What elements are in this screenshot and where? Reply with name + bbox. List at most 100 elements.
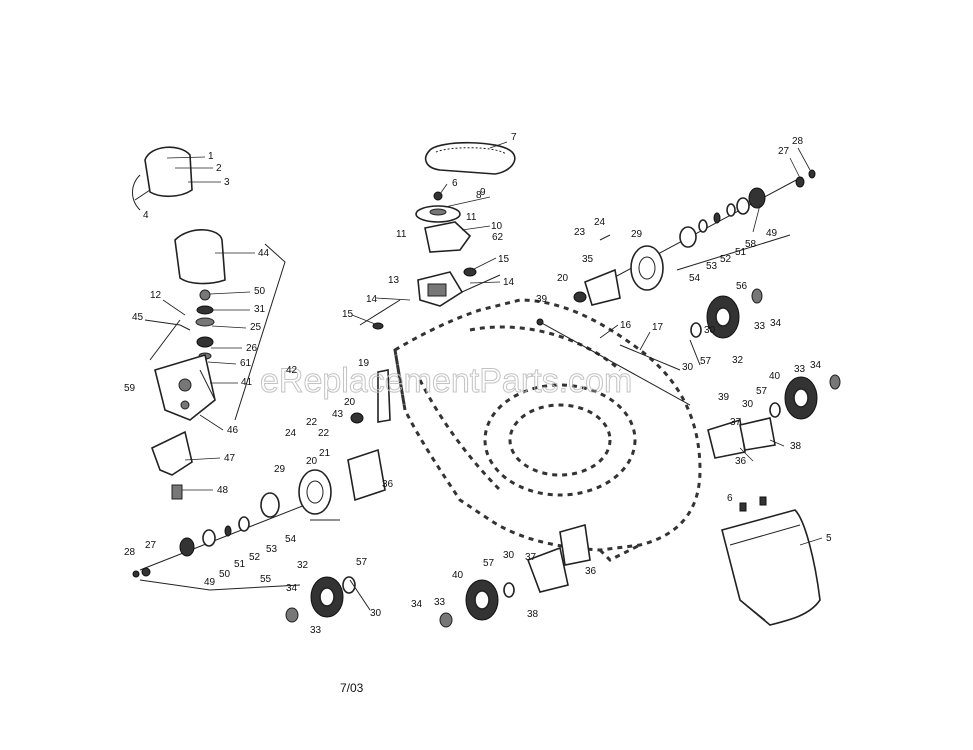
wheel-shield	[151, 430, 193, 500]
left-wheels	[285, 523, 591, 628]
callout-5: 5	[826, 533, 832, 544]
callout-61: 61	[240, 358, 252, 369]
linkage-rods	[536, 318, 691, 406]
callout-11a: 11	[396, 229, 407, 240]
callout-20b: 20	[557, 273, 569, 284]
date-code: 7/03	[340, 681, 364, 695]
callout-52b: 52	[249, 552, 261, 563]
callout-19: 19	[358, 358, 370, 369]
callout-14a: 14	[366, 294, 378, 305]
callout-58: 58	[745, 239, 757, 250]
callout-39a: 39	[536, 294, 548, 305]
callout-36b: 36	[735, 456, 747, 467]
callout-28b: 28	[124, 547, 136, 558]
callout-36c: 36	[585, 566, 597, 577]
lever-bracket	[144, 319, 216, 421]
callout-27a: 27	[778, 146, 790, 157]
callout-54b: 54	[285, 534, 297, 545]
callout-31: 31	[254, 304, 266, 315]
callout-57b: 57	[756, 386, 768, 397]
callout-57a: 57	[700, 356, 712, 367]
callout-30a: 30	[742, 399, 754, 410]
callout-34b: 34	[810, 360, 822, 371]
callout-48: 48	[217, 485, 229, 496]
callout-62: 62	[492, 232, 504, 243]
callout-30d: 30	[503, 550, 515, 561]
callout-25: 25	[250, 322, 262, 333]
callout-59: 59	[124, 383, 136, 394]
callout-14b: 14	[503, 277, 515, 288]
callout-29a: 29	[631, 229, 643, 240]
callout-6b: 6	[727, 493, 733, 504]
right-wheels	[690, 288, 841, 459]
callout-51a: 51	[735, 247, 747, 258]
callout-37a: 37	[730, 417, 742, 428]
callout-36a: 36	[382, 479, 394, 490]
callout-10: 10	[491, 221, 503, 232]
callout-40a: 40	[769, 371, 781, 382]
callout-22a: 22	[306, 417, 318, 428]
callout-32a: 32	[732, 355, 744, 366]
callout-47: 47	[224, 453, 236, 464]
callout-57c: 57	[356, 557, 368, 568]
right-axle-group	[573, 169, 816, 306]
callout-50b: 50	[219, 569, 231, 580]
mower-deck	[393, 298, 702, 562]
callout-20c: 20	[306, 456, 318, 467]
callout-57d: 57	[483, 558, 495, 569]
callout-12: 12	[150, 290, 162, 301]
callout-29b: 29	[274, 464, 286, 475]
callout-26: 26	[246, 343, 258, 354]
callout-15b: 15	[498, 254, 510, 265]
callout-28a: 28	[792, 136, 804, 147]
callout-46: 46	[227, 425, 239, 436]
callout-1: 1	[208, 151, 214, 162]
callout-56: 56	[736, 281, 748, 292]
callout-53b: 53	[266, 544, 278, 555]
leader-lines	[162, 141, 823, 546]
watermark: eReplacementParts.com	[260, 362, 632, 400]
callout-7: 7	[511, 132, 517, 143]
callout-45: 45	[132, 312, 144, 323]
callout-8: 8	[476, 190, 482, 201]
callout-33c: 33	[310, 625, 322, 636]
callout-53a: 53	[706, 261, 718, 272]
callout-52a: 52	[720, 254, 732, 265]
callout-23: 23	[574, 227, 586, 238]
callout-15a: 15	[342, 309, 354, 320]
callout-38b: 38	[527, 609, 539, 620]
callout-11b: 11	[466, 212, 477, 223]
callout-33a: 33	[754, 321, 766, 332]
callout-35: 35	[582, 254, 594, 265]
callout-41: 41	[241, 377, 253, 388]
callout-21: 21	[319, 448, 331, 459]
callout-6: 6	[452, 178, 458, 189]
callout-24b: 24	[594, 217, 606, 228]
callout-30b: 30	[682, 362, 694, 373]
left-axle-group	[132, 369, 391, 578]
callout-32b: 32	[297, 560, 309, 571]
transmission-assembly	[359, 191, 501, 330]
callout-30c: 30	[370, 608, 382, 619]
callout-4: 4	[143, 210, 149, 221]
callout-54a: 54	[689, 273, 701, 284]
callout-39b: 39	[718, 392, 730, 403]
callout-labels: 1 2 3 4 5 6 6 7 8 9 10 11 11 12 13 14 14…	[124, 132, 832, 636]
callout-49a: 49	[766, 228, 778, 239]
discharge-chute	[721, 496, 821, 626]
callout-40b: 40	[452, 570, 464, 581]
handle-grip	[132, 146, 193, 211]
callout-37b: 37	[525, 552, 537, 563]
callout-17: 17	[652, 322, 664, 333]
callout-13: 13	[388, 275, 400, 286]
callout-30e: 30	[704, 325, 716, 336]
callout-9: 9	[480, 187, 486, 198]
callout-34d: 34	[411, 599, 423, 610]
callout-16: 16	[620, 320, 632, 331]
callout-43: 43	[332, 409, 344, 420]
height-adjuster	[174, 229, 226, 360]
callout-51b: 51	[234, 559, 246, 570]
callout-34c: 34	[286, 583, 298, 594]
callout-33b: 33	[794, 364, 806, 375]
